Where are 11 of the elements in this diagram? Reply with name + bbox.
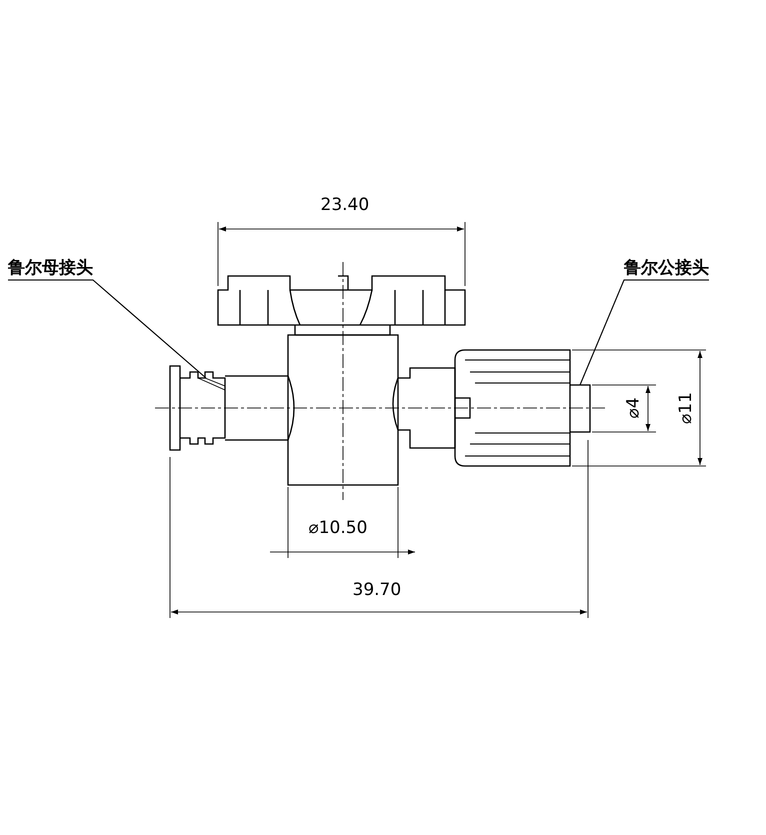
male-luer-connector-drawing bbox=[454, 349, 591, 467]
dimension-value: 39.70 bbox=[352, 580, 402, 600]
female-luer-connector-drawing bbox=[169, 365, 226, 451]
leader-line bbox=[8, 279, 206, 378]
dimension-value: ⌀11 bbox=[676, 392, 696, 424]
leader-line bbox=[580, 279, 709, 386]
part-label: 鲁尔公接头 bbox=[624, 256, 709, 280]
dimension-value: ⌀4 bbox=[623, 397, 644, 419]
dimension-value: ⌀10.50 bbox=[308, 518, 368, 538]
part-label: 鲁尔母接头 bbox=[8, 256, 93, 280]
dimension-value: 23.40 bbox=[320, 195, 370, 215]
